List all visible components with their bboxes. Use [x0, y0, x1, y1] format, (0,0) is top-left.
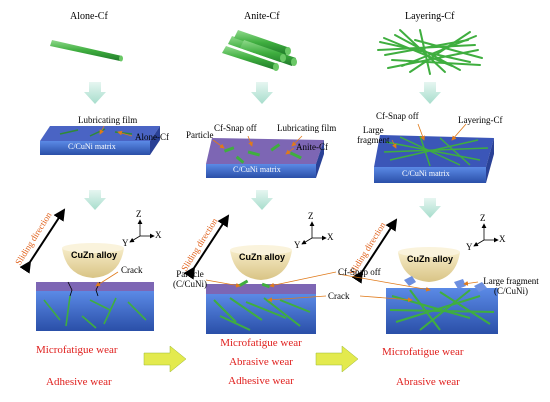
- matrix-label-3: C/CuNi matrix: [402, 169, 450, 178]
- matrix-label-2: C/CuNi matrix: [233, 165, 281, 174]
- anite-cf-fiber-bundle: [222, 30, 297, 71]
- label-cf-snap-off-3: Cf-Snap off: [338, 267, 381, 277]
- axis-y-2: Y: [294, 240, 301, 250]
- layering-matrix-block: [374, 135, 494, 183]
- alone-cf-fiber: [50, 40, 123, 62]
- alloy-label-1: CuZn alloy: [71, 250, 118, 260]
- axis-z-1: Z: [136, 209, 142, 219]
- anite-wear-block: [206, 279, 316, 334]
- down-arrow-2: [251, 82, 273, 104]
- sliding-arrow-3: [351, 218, 398, 284]
- label-crack-1: Crack: [121, 265, 143, 275]
- cuzn-alloy-dome-3: [398, 247, 460, 282]
- axis-x-2: X: [327, 232, 334, 242]
- label-anite-cf: Anite-Cf: [296, 142, 328, 152]
- label-alone-cf: Alone-Cf: [135, 132, 169, 142]
- mechanism-anite-2: Abrasive wear: [229, 356, 293, 368]
- label-particle-2: Particle(C/CuNi): [172, 269, 207, 289]
- column-title-anite: Anite-Cf: [244, 11, 280, 22]
- layering-wear-block: [386, 276, 498, 334]
- label-particle-1: Particle: [186, 130, 214, 140]
- axes-2: [301, 221, 327, 245]
- cuzn-alloy-dome-1: [62, 243, 124, 278]
- mechanism-layering-2: Abrasive wear: [396, 376, 460, 388]
- down-arrow-4: [84, 190, 106, 210]
- label-cf-snap-off-2: Cf-Snap off: [376, 111, 419, 121]
- axis-z-3: Z: [480, 213, 486, 223]
- column-title-alone: Alone-Cf: [70, 11, 108, 22]
- label-crack-2: Crack: [328, 291, 350, 301]
- axis-y-3: Y: [466, 242, 473, 252]
- axis-z-2: Z: [308, 211, 314, 221]
- transition-arrow-1: [143, 345, 187, 373]
- axes-3: [473, 223, 499, 247]
- matrix-label-1: C/CuNi matrix: [68, 142, 116, 151]
- alloy-label-2: CuZn alloy: [239, 252, 286, 262]
- axis-x-3: X: [499, 234, 506, 244]
- label-lubricating-film-1: Lubricating film: [78, 115, 138, 125]
- cuzn-alloy-dome-2: [230, 245, 292, 280]
- down-arrow-3: [419, 82, 441, 104]
- down-arrow-5: [251, 190, 273, 210]
- column-title-layering: Layering-Cf: [405, 11, 455, 22]
- mechanism-layering-1: Microfatigue wear: [382, 346, 464, 358]
- sliding-arrow-2: [183, 214, 230, 280]
- label-cf-snap-off-1: Cf-Snap off: [214, 123, 257, 133]
- layering-cf-fiber-mesh: [377, 29, 483, 75]
- alloy-label-3: CuZn alloy: [407, 254, 454, 264]
- alone-wear-block: [36, 281, 154, 331]
- sliding-arrow-1: [19, 208, 66, 274]
- axes-1: [129, 219, 155, 243]
- down-arrow-1: [84, 82, 106, 104]
- mechanism-anite-1: Microfatigue wear: [220, 337, 302, 349]
- axis-x-1: X: [155, 230, 162, 240]
- axis-y-1: Y: [122, 238, 129, 248]
- label-layering-cf: Layering-Cf: [458, 115, 503, 125]
- mechanism-alone-2: Adhesive wear: [46, 376, 112, 388]
- label-lubricating-film-2: Lubricating film: [277, 123, 337, 133]
- label-large-fragment-2: Large fragment(C/CuNi): [483, 276, 539, 296]
- down-arrow-6: [419, 198, 441, 218]
- transition-arrow-2: [315, 345, 359, 373]
- mechanism-alone-1: Microfatigue wear: [36, 344, 118, 356]
- mechanism-anite-3: Adhesive wear: [228, 375, 294, 387]
